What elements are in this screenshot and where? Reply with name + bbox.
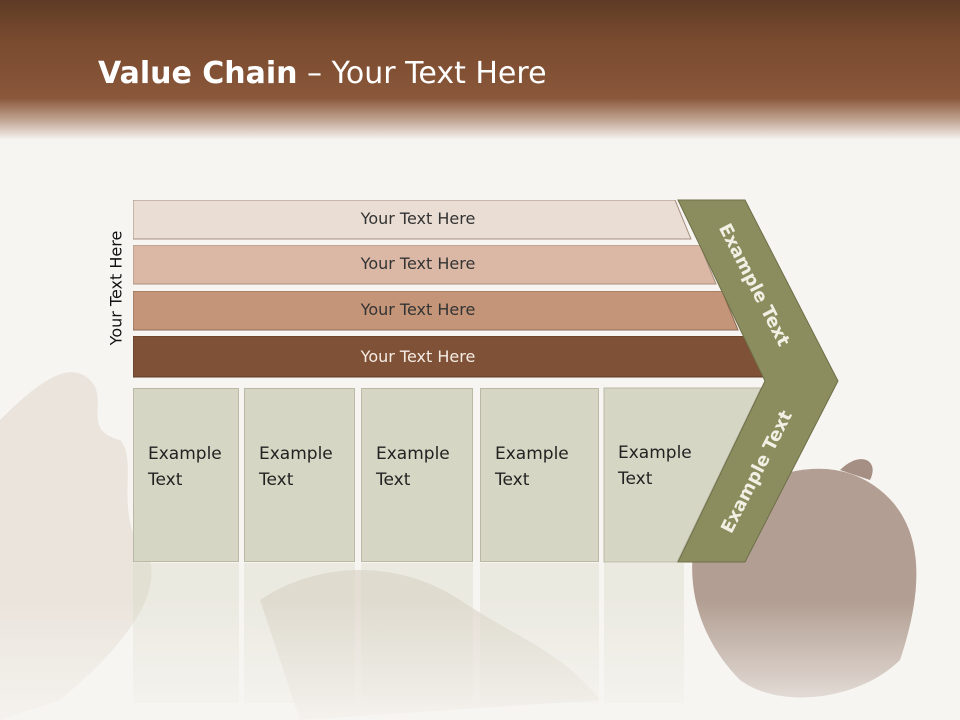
title-bar bbox=[0, 0, 960, 140]
column-3: Example Text bbox=[361, 388, 473, 562]
row-1-label: Your Text Here bbox=[360, 209, 476, 228]
column-1: Example Text bbox=[133, 388, 239, 562]
row-2: Your Text Here bbox=[133, 245, 718, 285]
row-1: Your Text Here bbox=[133, 200, 693, 240]
column-1-line1: Example bbox=[148, 444, 222, 464]
slide-title: Value Chain – Your Text Here bbox=[98, 56, 547, 91]
column-2-line1: Example bbox=[259, 444, 333, 464]
column-3-line2: Text bbox=[376, 470, 411, 490]
row-4: Your Text Here bbox=[133, 336, 765, 378]
row-3: Your Text Here bbox=[133, 291, 740, 331]
vertical-axis-label: Your Text Here bbox=[106, 230, 126, 346]
row-3-label: Your Text Here bbox=[360, 300, 476, 319]
row-2-label: Your Text Here bbox=[360, 254, 476, 273]
column-4-line1: Example bbox=[495, 444, 569, 464]
column-4: Example Text bbox=[480, 388, 599, 562]
column-4-line2: Text bbox=[495, 470, 530, 490]
reflection-fade bbox=[0, 600, 960, 720]
column-1-line2: Text bbox=[148, 470, 183, 490]
column-5-line1: Example bbox=[618, 443, 692, 463]
column-3-line1: Example bbox=[376, 444, 450, 464]
row-4-label: Your Text Here bbox=[360, 347, 476, 366]
column-2-line2: Text bbox=[259, 470, 294, 490]
column-2: Example Text bbox=[244, 388, 355, 562]
column-5: Example Text bbox=[604, 388, 724, 562]
column-5-line2: Text bbox=[618, 469, 653, 489]
